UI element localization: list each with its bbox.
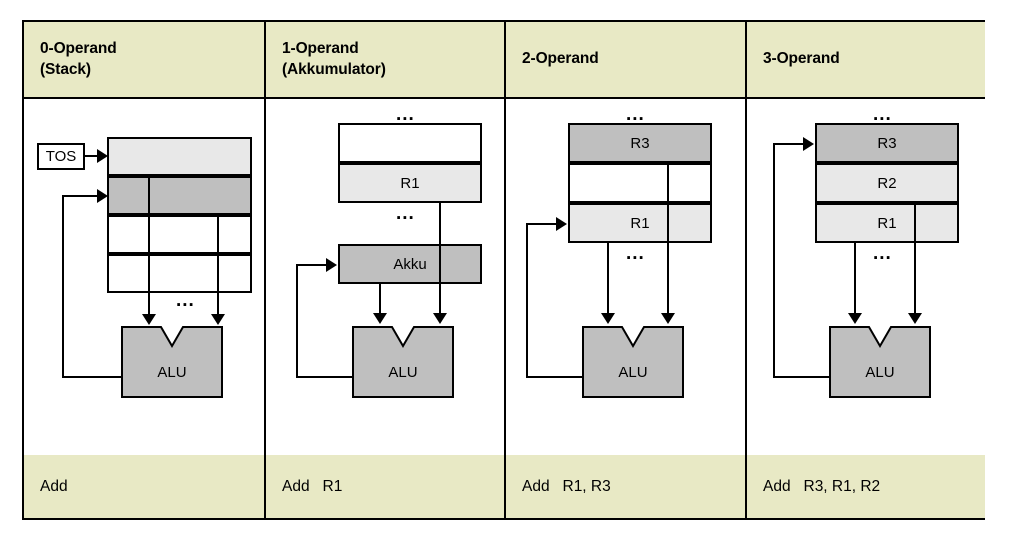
feedback-arrow-head (97, 189, 108, 203)
register-cell-0: R3 (568, 123, 712, 163)
instruction-cell-2-operand: Add R1, R3 (506, 455, 745, 518)
operand-arrow-left (601, 313, 615, 324)
feedback-arrow-shaft-h (296, 264, 328, 266)
accumulator-arrow (373, 313, 387, 324)
register-cell-0 (338, 123, 482, 163)
operand-line-right (914, 203, 916, 316)
register-cell-1: R2 (815, 163, 959, 203)
tos-label-box: TOS (37, 143, 85, 170)
register-cell-2: R1 (568, 203, 712, 243)
register-ellipsis-top: ... (396, 104, 415, 125)
alu-label: ALU (618, 364, 648, 381)
instruction-text: Add R3, R1, R2 (763, 477, 881, 495)
operand-arrow-left (142, 314, 156, 325)
operand-line-right (439, 203, 441, 316)
header-cell-2-operand: 2-Operand (506, 22, 745, 97)
register-ellipsis-top: ... (626, 104, 645, 125)
header-title-line1: 2-Operand (522, 50, 599, 68)
feedback-arrow-shaft-h (773, 143, 805, 145)
alu-label: ALU (865, 364, 895, 381)
header-title-line2: (Akkumulator) (282, 60, 386, 78)
feedback-arrow-shaft-h (62, 195, 99, 197)
instruction-cell-1-operand: Add R1 (266, 455, 504, 518)
operand-arrow-left (848, 313, 862, 324)
header-title-line1: 1-Operand (282, 40, 359, 58)
diagram-cell-0-operand: TOS ... ALU (24, 99, 264, 455)
instruction-cell-3-operand: Add R3, R1, R2 (747, 455, 985, 518)
accumulator-line (379, 284, 381, 316)
header-cell-0-operand: 0-Operand (Stack) (24, 22, 264, 97)
operand-format-table: 0-Operand (Stack) 1-Operand (Akkumulator… (22, 20, 985, 520)
register-ellipsis-bottom: ... (873, 243, 892, 264)
alu-shape: ALU (829, 326, 931, 398)
instruction-cell-0-operand: Add (24, 455, 264, 518)
feedback-arrow-shaft-h (526, 223, 558, 225)
operand-line-left (854, 243, 856, 316)
column-divider-1 (264, 22, 266, 518)
operand-line-right (667, 163, 669, 316)
alu-shape: ALU (582, 326, 684, 398)
feedback-arrow-head (803, 137, 814, 151)
column-divider-3 (745, 22, 747, 518)
column-divider-2 (504, 22, 506, 518)
operand-line-left (607, 243, 609, 316)
feedback-arrow-shaft-v (62, 195, 64, 378)
operand-arrow-right (661, 313, 675, 324)
header-cell-1-operand: 1-Operand (Akkumulator) (266, 22, 504, 97)
header-title-line1: 0-Operand (40, 40, 117, 58)
alu-shape: ALU (352, 326, 454, 398)
stack-cell-2 (107, 215, 252, 254)
register-cell-2: R1 (815, 203, 959, 243)
register-cell-1 (568, 163, 712, 203)
stack-cell-3 (107, 254, 252, 293)
operand-line-right (217, 215, 219, 317)
feedback-arrow-shaft-v (526, 223, 528, 378)
alu-label: ALU (157, 364, 187, 381)
diagram-cell-2-operand: ... R3 R1 ... ALU (506, 99, 745, 455)
register-cell-0: R3 (815, 123, 959, 163)
stack-ellipsis: ... (176, 290, 195, 311)
diagram-cell-3-operand: ... R3 R2 R1 ... ALU (747, 99, 985, 455)
header-title-line1: 3-Operand (763, 50, 840, 68)
accumulator-box: Akku (338, 244, 482, 284)
instruction-text: Add R1, R3 (522, 477, 611, 495)
stack-cell-1 (107, 176, 252, 215)
instruction-text: Add R1 (282, 477, 343, 495)
tos-arrow-shaft (85, 155, 99, 157)
stack-cell-0 (107, 137, 252, 176)
feedback-arrow-shaft-v (773, 143, 775, 378)
alu-shape: ALU (121, 326, 223, 398)
operand-arrow-right (433, 313, 447, 324)
tos-arrow-head (97, 149, 108, 163)
header-cell-3-operand: 3-Operand (747, 22, 985, 97)
feedback-arrow-head (556, 217, 567, 231)
header-title-line2: (Stack) (40, 60, 91, 78)
operand-arrow-right (211, 314, 225, 325)
diagram-cell-1-operand: ... R1 ... Akku ALU (266, 99, 504, 455)
operand-arrow-right (908, 313, 922, 324)
instruction-text: Add (40, 477, 68, 495)
header-divider (24, 97, 983, 99)
alu-label: ALU (388, 364, 418, 381)
register-ellipsis-bottom: ... (626, 243, 645, 264)
feedback-arrow-shaft-v (296, 264, 298, 378)
register-ellipsis-top: ... (873, 104, 892, 125)
register-ellipsis-bottom: ... (396, 203, 415, 224)
feedback-arrow-head (326, 258, 337, 272)
register-cell-1: R1 (338, 163, 482, 203)
operand-line-left (148, 177, 150, 317)
